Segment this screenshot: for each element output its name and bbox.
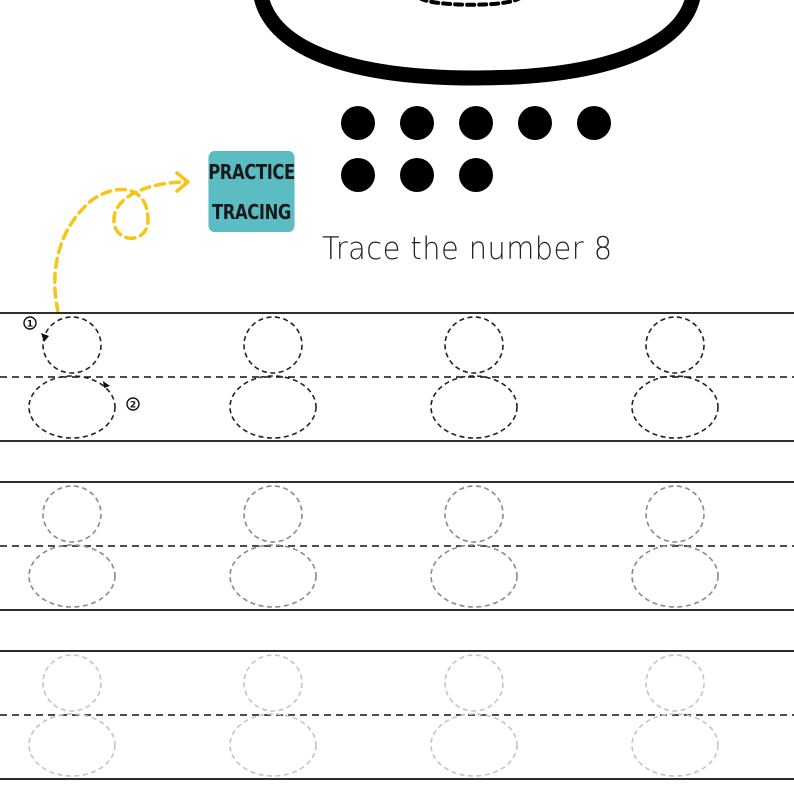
tracing-digit-8[interactable]	[430, 316, 518, 439]
tracing-digit-8[interactable]	[229, 485, 317, 608]
big-number-8	[254, 0, 700, 86]
tracing-digit-8[interactable]	[28, 654, 116, 777]
tracing-digit-8[interactable]	[430, 485, 518, 608]
tracing-digit-8[interactable]	[229, 316, 317, 439]
curly-arrow-icon	[53, 171, 190, 314]
tracing-digit-8[interactable]	[631, 654, 719, 777]
tracing-digit-8[interactable]	[631, 316, 719, 439]
worksheet-title: Trace the number 8	[322, 231, 613, 267]
step-label-2: 2	[130, 401, 136, 411]
counting-dot	[341, 106, 375, 140]
arrow-head-icon	[41, 333, 49, 342]
arrow-head-icon	[103, 381, 110, 388]
counting-dot	[341, 158, 375, 192]
stroke-direction-arrows	[41, 333, 110, 388]
counting-dot	[459, 106, 493, 140]
step-indicator-2: 2	[126, 397, 140, 411]
step-indicator-1: 1	[23, 316, 37, 330]
step-label-1: 1	[27, 320, 33, 330]
tracing-digit-8[interactable]	[28, 485, 116, 608]
tracing-digit-8[interactable]	[229, 654, 317, 777]
counting-dot	[518, 106, 552, 140]
badge-line-1: PRACTICE	[208, 159, 295, 184]
tracing-digit-8[interactable]	[631, 485, 719, 608]
counting-dot	[400, 158, 434, 192]
badge-line-2: TRACING	[212, 199, 291, 224]
counting-dot	[577, 106, 611, 140]
tracing-digit-8[interactable]	[28, 316, 116, 439]
counting-dots	[341, 106, 611, 192]
counting-dot	[459, 158, 493, 192]
tracing-digit-8[interactable]	[430, 654, 518, 777]
counting-dot	[400, 106, 434, 140]
tracing-rows	[0, 312, 794, 780]
practice-tracing-badge: PRACTICE TRACING	[208, 151, 295, 232]
